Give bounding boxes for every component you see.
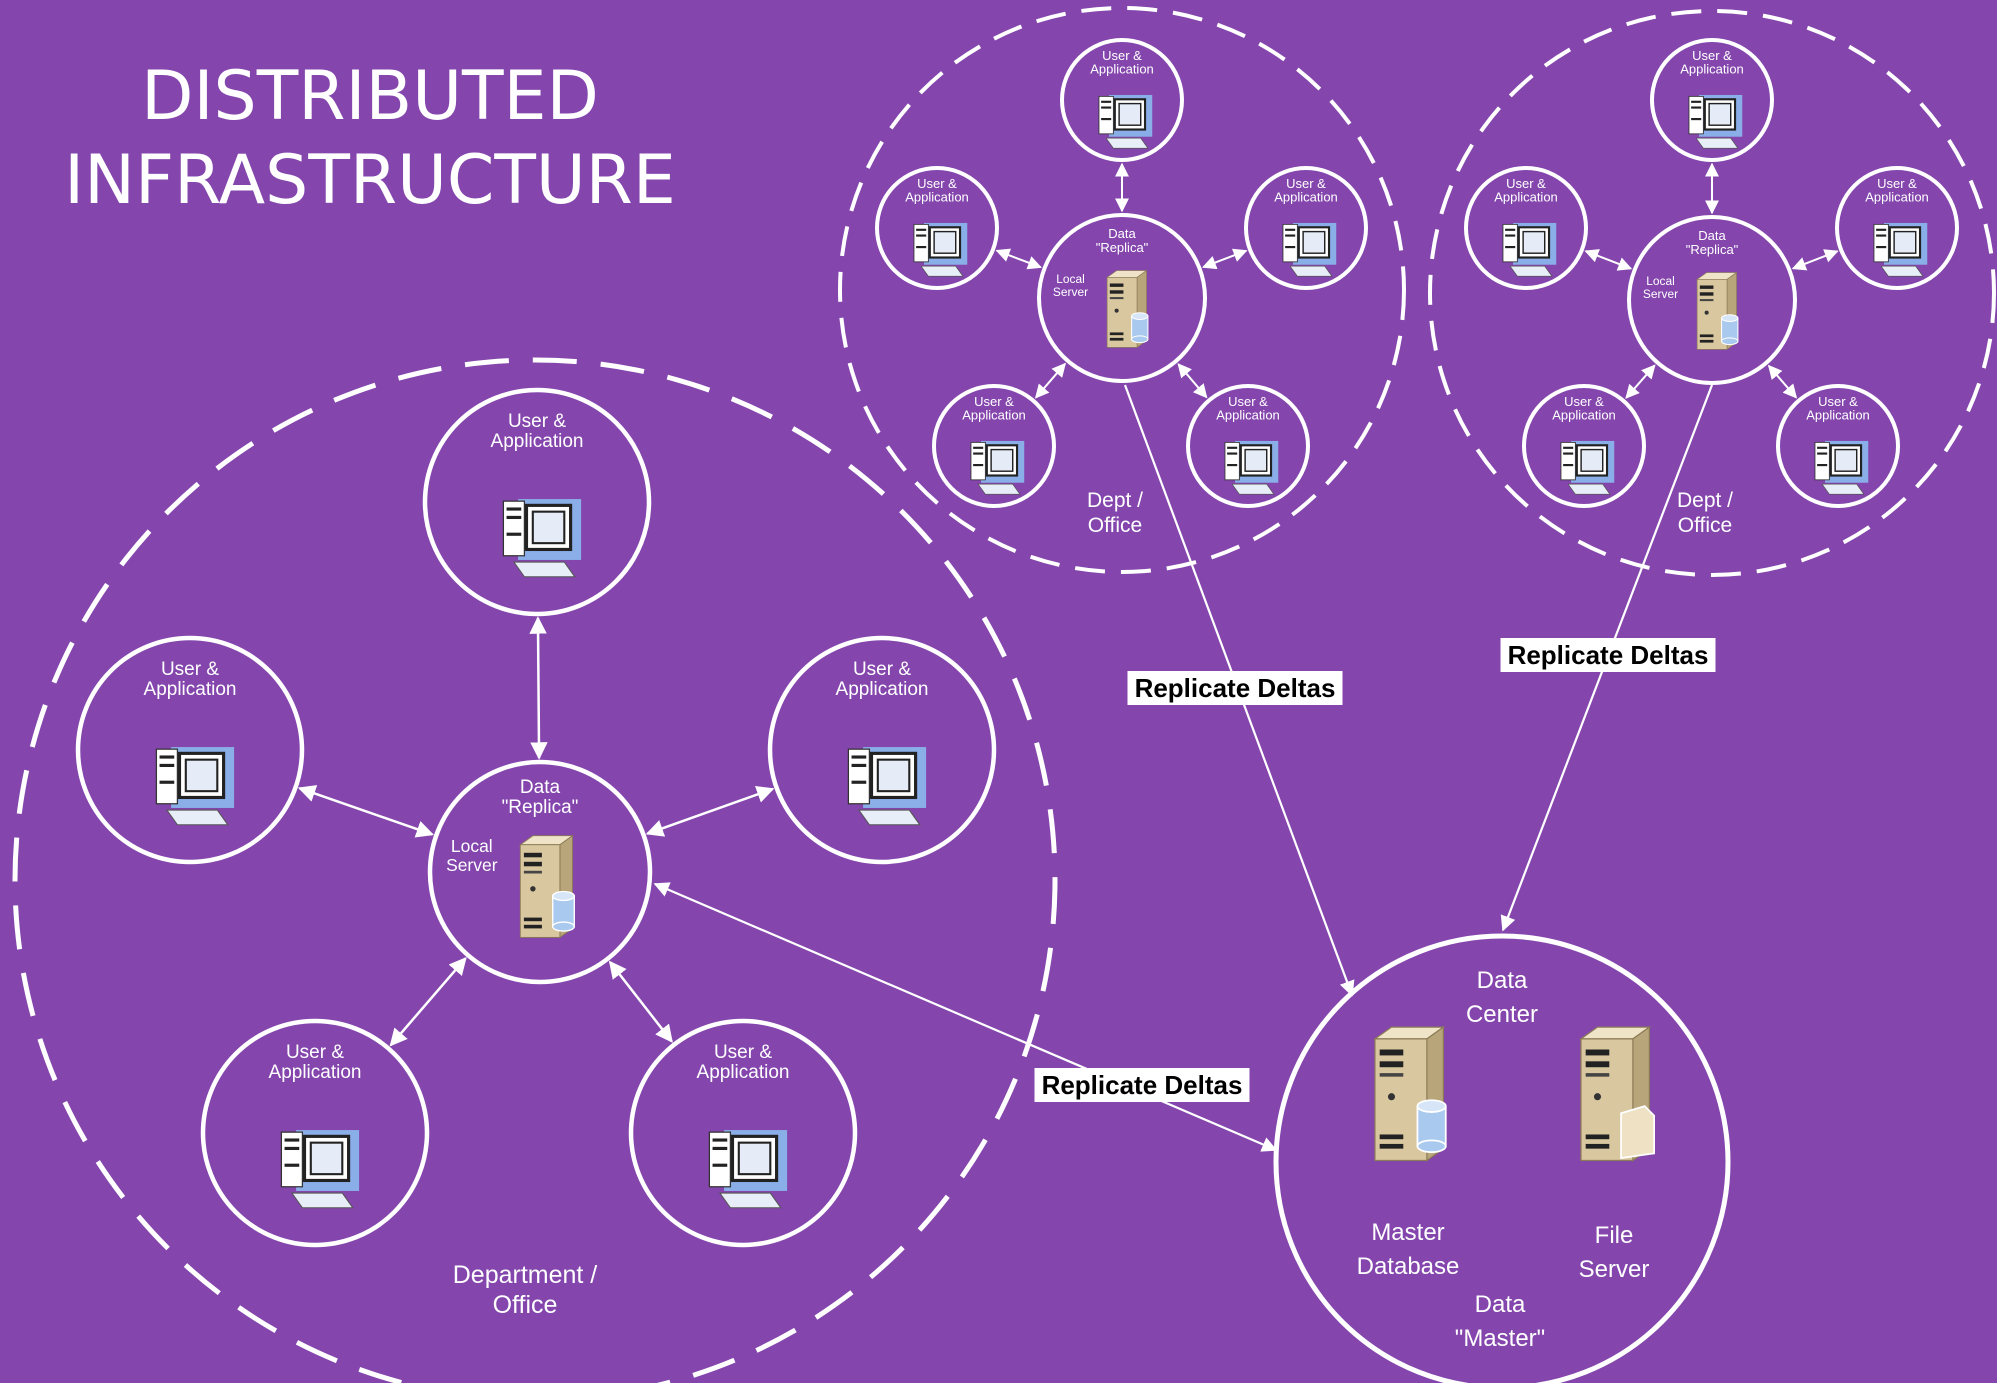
office-b-link: [1625, 364, 1656, 399]
office-a-link: [1202, 248, 1248, 270]
office-a-link: [995, 248, 1042, 270]
computer-icon: [1873, 222, 1928, 277]
svg-text:Replicate Deltas: Replicate Deltas: [1508, 640, 1709, 670]
office-a-user-node: [1244, 166, 1368, 290]
replicate-deltas-label-b: Replicate Deltas: [1500, 638, 1716, 672]
computer-icon: [155, 747, 235, 826]
data-master-label: Data"Master": [1455, 1291, 1545, 1352]
department-user-node: [767, 635, 997, 865]
department-link: [529, 616, 548, 760]
office-a-user-label: User &Application: [905, 176, 969, 205]
department-user-label: User &Application: [836, 659, 929, 700]
computer-icon: [1098, 94, 1153, 149]
department-user-label: User &Application: [269, 1042, 362, 1083]
server-icon: [1696, 271, 1739, 351]
title-line-1: DISTRIBUTED: [141, 57, 599, 136]
computer-icon: [1560, 440, 1615, 495]
computer-icon: [1224, 440, 1279, 495]
office-b-link: [1767, 364, 1798, 399]
computer-icon: [847, 747, 927, 826]
replication-link-department: [653, 882, 1278, 1152]
database-icon: [1721, 314, 1739, 346]
department-user-label: User &Application: [144, 659, 237, 700]
department-office-label: Department /Office: [453, 1261, 598, 1319]
office-b-user-node: [1835, 166, 1959, 290]
database-icon: [1131, 312, 1149, 344]
computer-icon: [970, 440, 1025, 495]
data-center-node: [1273, 933, 1731, 1383]
office-a-replica-label: Data"Replica": [1096, 226, 1149, 255]
office-a-user-node: [1186, 384, 1310, 508]
server-icon: [1373, 1025, 1447, 1162]
office-a-boundary: [838, 6, 1406, 574]
department-user-node: [422, 387, 652, 617]
title-line-2: INFRASTRUCTURE: [64, 141, 676, 220]
diagram-title: DISTRIBUTED INFRASTRUCTURE: [40, 55, 700, 223]
computer-icon: [1814, 440, 1869, 495]
office-b-office-label: Dept /Office: [1677, 489, 1733, 537]
computer-icon: [502, 499, 582, 578]
office-b-user-label: User &Application: [1552, 394, 1616, 423]
file-icon: [1620, 1105, 1656, 1160]
office-a-user-node: [932, 384, 1056, 508]
svg-text:Replicate Deltas: Replicate Deltas: [1042, 1070, 1243, 1100]
computer-icon: [708, 1130, 788, 1209]
department-boundary: [12, 357, 1058, 1383]
office-b-user-label: User &Application: [1680, 48, 1744, 77]
office-b-user-node: [1464, 166, 1588, 290]
office-a-user-label: User &Application: [1274, 176, 1338, 205]
database-icon: [1416, 1099, 1447, 1154]
office-a-user-node: [875, 166, 999, 290]
office-a-hub-node: [1037, 213, 1207, 383]
office-b-user-node: [1522, 384, 1646, 508]
office-b-link: [1791, 249, 1839, 271]
computer-icon: [1502, 222, 1557, 277]
office-b-user-node: [1650, 38, 1774, 162]
office-b-hub-node: [1627, 215, 1797, 385]
office-a-user-node: [1060, 38, 1184, 162]
department-link: [645, 786, 775, 837]
office-b-user-label: User &Application: [1494, 176, 1558, 205]
server-icon: [518, 834, 575, 939]
server-icon: [1106, 269, 1149, 349]
office-b-user-label: User &Application: [1806, 394, 1870, 423]
office-b-replica-label: Data"Replica": [1686, 228, 1739, 257]
computer-icon: [913, 222, 968, 277]
database-icon: [552, 890, 575, 932]
department-user-label: User &Application: [491, 411, 584, 452]
office-a-link: [1034, 362, 1067, 399]
svg-text:Replicate Deltas: Replicate Deltas: [1135, 673, 1336, 703]
office-b-link: [1584, 249, 1633, 271]
office-a-link: [1177, 363, 1208, 399]
office-a-user-label: User &Application: [962, 394, 1026, 423]
department-user-label: User &Application: [697, 1042, 790, 1083]
office-a-office-label: Dept /Office: [1087, 489, 1143, 537]
computer-icon: [1282, 222, 1337, 277]
office-a-user-label: User &Application: [1090, 48, 1154, 77]
department-user-node: [200, 1018, 430, 1248]
replicate-deltas-label-a: Replicate Deltas: [1127, 671, 1343, 705]
department-link: [297, 785, 435, 838]
department-link: [608, 960, 673, 1043]
server-icon: [1579, 1025, 1656, 1162]
office-a-user-label: User &Application: [1216, 394, 1280, 423]
office-b-user-node: [1776, 384, 1900, 508]
replicate-deltas-label-department: Replicate Deltas: [1034, 1068, 1250, 1102]
computer-icon: [1688, 94, 1743, 149]
office-b-user-label: User &Application: [1865, 176, 1929, 205]
computer-icon: [280, 1130, 360, 1209]
department-link: [389, 957, 467, 1047]
department-user-node: [75, 635, 305, 865]
department-hub-node: [427, 759, 653, 985]
office-b-boundary: [1428, 9, 1996, 577]
department-replica-label: Data"Replica": [502, 777, 579, 818]
